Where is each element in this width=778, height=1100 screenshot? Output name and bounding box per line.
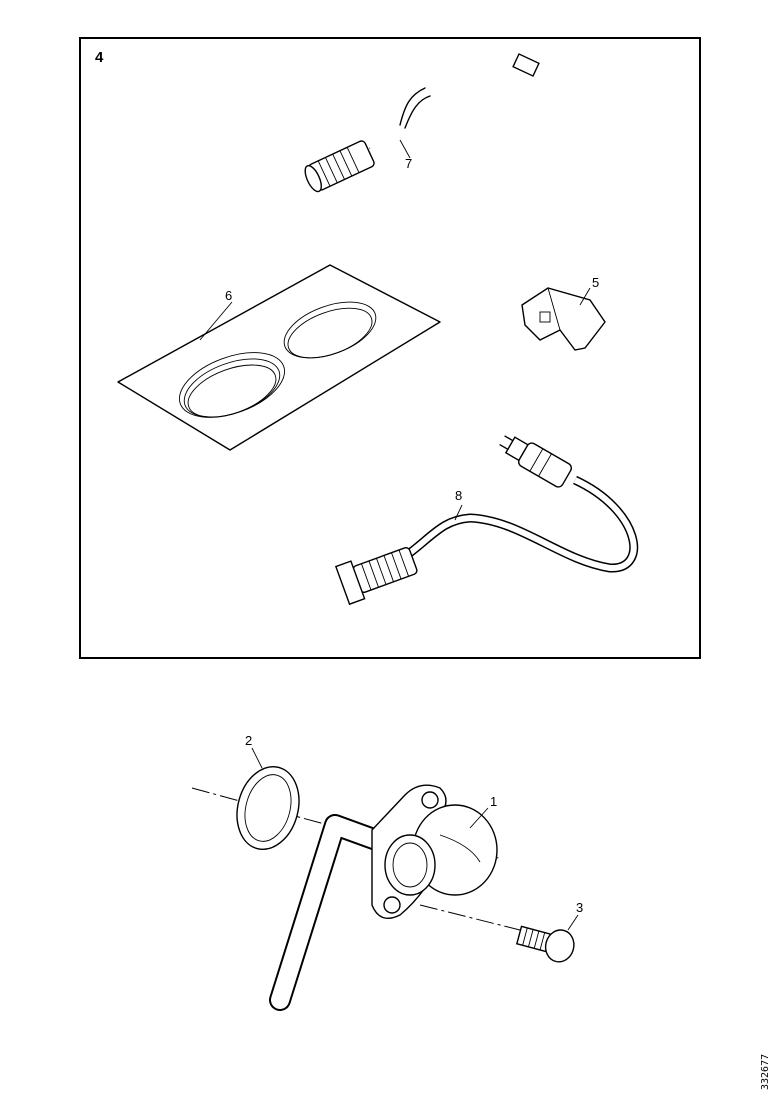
part-8-cable: 8: [334, 435, 638, 606]
heater-assembly: 2 1 3: [191, 733, 583, 1011]
reference-code: 332677: [760, 1053, 771, 1090]
part-7-cable: 7: [304, 53, 605, 193]
callout-5: 5: [592, 275, 599, 290]
callout-2: 2: [245, 733, 252, 748]
callout-1: 1: [490, 794, 497, 809]
callout-3: 3: [576, 900, 583, 915]
callout-6: 6: [225, 288, 232, 303]
callout-8: 8: [455, 488, 462, 503]
callout-7: 7: [405, 156, 412, 171]
kit-frame: [79, 37, 701, 659]
part-5-clip: 5: [521, 275, 606, 351]
kit-box-label: 4: [95, 49, 104, 66]
part-6-seal-kit: 6: [117, 264, 441, 451]
